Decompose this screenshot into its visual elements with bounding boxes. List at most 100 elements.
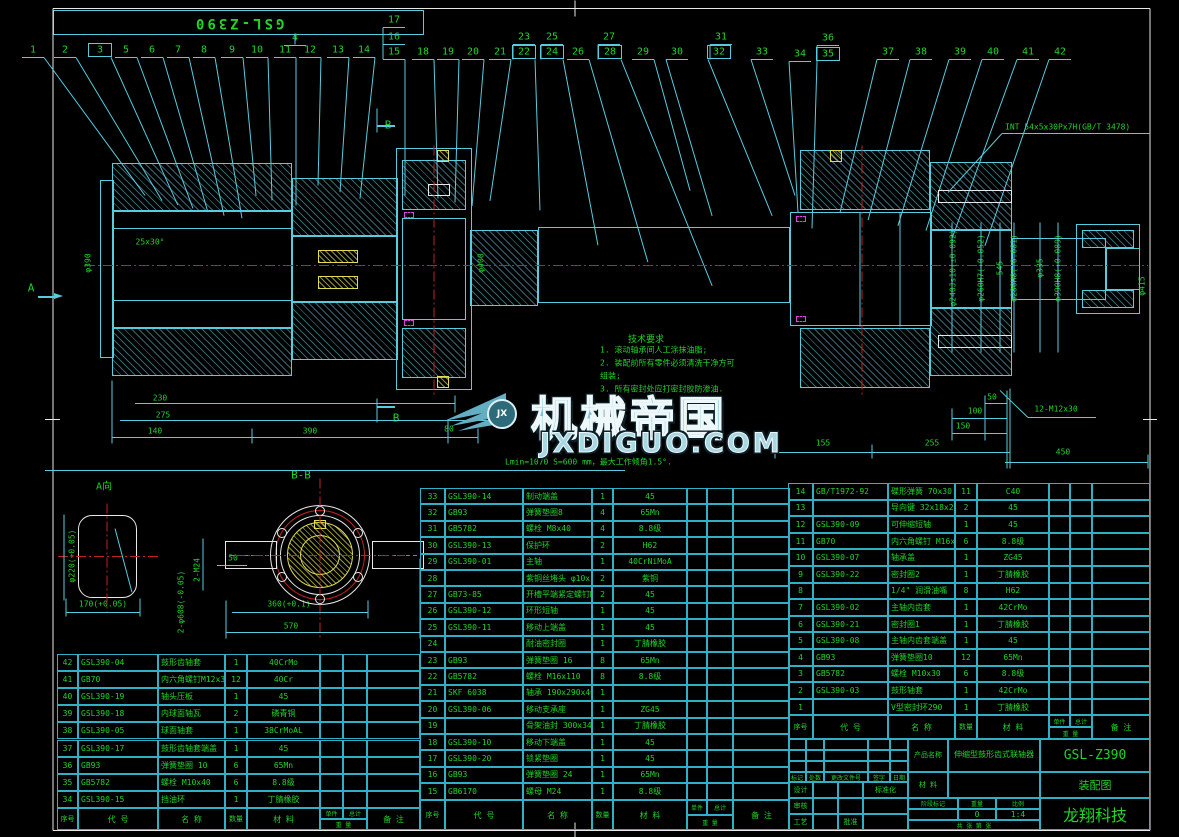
revision-cell	[788, 750, 806, 761]
dim-line	[217, 565, 247, 566]
bom-cell	[1049, 682, 1070, 699]
bom-cell	[733, 635, 790, 652]
part-shape	[100, 180, 114, 358]
tech-note-line: 2. 装配前所有零件必须清洗干净方可	[600, 358, 735, 368]
bom-cell	[687, 504, 707, 521]
dim-line	[1005, 462, 1148, 463]
bom-cell: GB6170	[445, 783, 523, 800]
bom-cell	[733, 783, 790, 800]
section-a-arrow	[38, 296, 54, 298]
bom-cell: 40CrNiMoA	[613, 553, 687, 570]
part-shape	[1082, 230, 1134, 248]
balloon-shoulder	[54, 57, 76, 58]
bom-cell	[1070, 516, 1092, 533]
balloon-shoulder	[221, 57, 243, 58]
bom-cell	[687, 488, 707, 505]
bom-cell	[343, 705, 367, 723]
ext-line	[251, 428, 253, 444]
bom-cell	[1049, 516, 1070, 533]
bom-cell: 移动下端盖	[523, 734, 592, 751]
section-marker-a: A	[27, 281, 35, 295]
part-balloon-23: 23	[517, 31, 531, 43]
balloon-shoulder	[949, 59, 971, 60]
bom-cell	[733, 734, 790, 751]
bom-cell	[320, 739, 343, 757]
part-shape	[830, 150, 842, 162]
bom-cell: 重 量	[687, 815, 733, 830]
part-shape	[796, 316, 806, 322]
balloon-shoulder	[462, 59, 484, 60]
bom-cell	[320, 756, 343, 774]
bom-cell: 6	[225, 773, 247, 792]
dim-label: 570	[283, 621, 299, 631]
balloon-shoulder	[789, 61, 811, 62]
ext-line	[111, 380, 113, 444]
bom-cell: 球面轴套	[158, 722, 225, 740]
material-label: 材 料	[908, 772, 948, 798]
bom-cell	[320, 687, 343, 706]
bom-cell	[1070, 549, 1092, 566]
frame-bottom	[53, 830, 1150, 831]
balloon-shoulder	[353, 57, 375, 58]
part-shape	[318, 250, 358, 263]
bom-cell	[707, 553, 733, 570]
bom-cell: 制动端盖	[523, 488, 592, 505]
leader-line	[707, 59, 773, 216]
view-label-bb: B-B	[291, 468, 311, 482]
balloon-shoulder	[1049, 59, 1071, 60]
stage-label: 阶段标记	[908, 798, 958, 809]
drawing-line	[377, 406, 395, 408]
bom-cell	[445, 717, 523, 734]
balloon-stack	[709, 44, 711, 60]
bom-cell: 丁腈橡胶	[247, 791, 320, 809]
dim-label: 230	[152, 393, 168, 403]
balloon-shoulder	[751, 59, 773, 60]
part-balloon-37: 37	[881, 46, 895, 58]
dim-line	[226, 632, 420, 633]
bom-cell: 环形短轴	[523, 602, 592, 620]
bom-cell: 6	[225, 756, 247, 774]
ext-line	[980, 222, 982, 353]
balloon-stack	[540, 44, 542, 60]
signature-cell: 批准	[838, 814, 863, 830]
balloon-shoulder	[437, 59, 459, 60]
bom-cell	[343, 653, 367, 671]
bom-cell	[1092, 649, 1150, 666]
bom-cell: GB93	[813, 649, 888, 666]
bom-cell: GSL390-09	[813, 516, 888, 533]
bom-cell	[320, 705, 343, 723]
company-name: 龙翔科技	[1040, 798, 1150, 830]
bom-cell: 名 称	[158, 808, 225, 830]
bom-cell	[687, 635, 707, 652]
dim-line	[952, 418, 1007, 419]
bom-cell: H62	[977, 582, 1049, 600]
balloon-shoulder	[982, 59, 1004, 60]
bom-cell	[707, 750, 733, 767]
bom-cell: 序号	[420, 800, 445, 830]
bom-cell: 1	[592, 635, 613, 652]
bom-cell: 鼓形轴套	[888, 682, 955, 699]
balloon-shoulder	[513, 44, 535, 45]
dim-label: 12-M12x30	[1034, 404, 1078, 414]
bom-cell: 轴承盖	[888, 549, 955, 566]
bom-cell: 1	[225, 739, 247, 757]
balloon-stack	[382, 27, 384, 60]
part-shape	[930, 162, 1012, 230]
bom-cell: GSL390-21	[813, 615, 888, 633]
tech-note-line: 3. 所有密封处应打密封胶防渗油.	[600, 384, 724, 394]
bom-cell	[320, 670, 343, 688]
bom-cell: GB5782	[445, 668, 523, 685]
part-shape	[470, 230, 538, 306]
bom-cell: 1	[592, 783, 613, 800]
revision-cell	[806, 761, 824, 772]
ext-line	[1013, 222, 1015, 353]
balloon-shoulder	[327, 57, 349, 58]
material-value	[948, 772, 1040, 798]
dim-line	[112, 437, 478, 438]
bom-cell: 37	[57, 739, 78, 757]
bom-cell: 1	[225, 653, 247, 671]
bom-cell: 数量	[592, 800, 613, 830]
balloon-shoulder	[284, 45, 306, 46]
balloon-shoulder	[710, 44, 732, 45]
part-shape	[318, 276, 358, 289]
